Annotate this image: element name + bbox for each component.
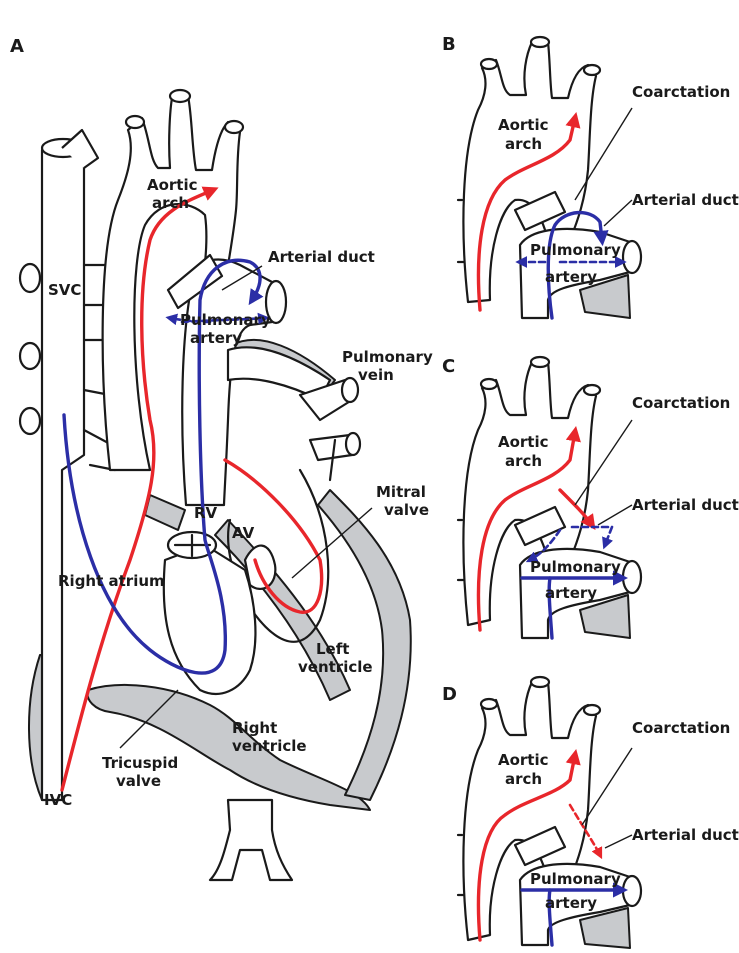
- label-left-ventricle-2: ventricle: [298, 658, 373, 676]
- label-pulmonary-vein: Pulmonary: [342, 348, 433, 366]
- label-right-atrium: Right atrium: [58, 572, 165, 590]
- label-pulmonary-artery: Pulmonary: [180, 311, 271, 329]
- panel-d-letter: D: [442, 684, 457, 705]
- panel-c-letter: C: [442, 356, 455, 377]
- label-aortic-arch: Aortic: [147, 176, 198, 194]
- panel-a-letter: A: [10, 36, 24, 57]
- panel-b-label-pulmonary-artery-2: artery: [545, 268, 597, 286]
- label-pulmonary-artery-2: artery: [190, 329, 242, 347]
- label-aortic-arch-2: arch: [152, 194, 189, 212]
- panel-a: A: [10, 36, 433, 880]
- label-arterial-duct: Arterial duct: [268, 248, 375, 266]
- label-pulmonary-vein-2: vein: [358, 366, 394, 384]
- label-rv: RV: [194, 504, 218, 522]
- panel-c: C Coarctation Aortic arch Arterial duct …: [442, 356, 739, 638]
- panel-b-label-pulmonary-artery: Pulmonary: [530, 241, 621, 259]
- label-mitral-valve: Mitral: [376, 483, 426, 501]
- panel-b-letter: B: [442, 34, 456, 55]
- panel-b-label-arterial-duct: Arterial duct: [632, 191, 739, 209]
- label-tricuspid-valve: Tricuspid: [102, 754, 178, 772]
- label-mitral-valve-2: valve: [384, 501, 429, 519]
- panel-b-label-aortic-arch-2: arch: [505, 135, 542, 153]
- panel-d: D Coarctation Aortic arch Arterial duct …: [442, 677, 739, 948]
- panel-c-label-aortic-arch: Aortic: [498, 433, 549, 451]
- panel-d-label-pulmonary-artery-2: artery: [545, 894, 597, 912]
- label-svc: SVC: [48, 281, 81, 299]
- panel-d-label-aortic-arch: Aortic: [498, 751, 549, 769]
- panel-b-label-coarctation: Coarctation: [632, 83, 730, 101]
- label-ivc: IVC: [44, 791, 72, 809]
- panel-d-label-arterial-duct: Arterial duct: [632, 826, 739, 844]
- panel-b-label-aortic-arch: Aortic: [498, 116, 549, 134]
- label-right-ventricle-2: ventricle: [232, 737, 307, 755]
- label-left-ventricle: Left: [316, 640, 349, 658]
- panel-c-label-pulmonary-artery: Pulmonary: [530, 558, 621, 576]
- panel-c-label-aortic-arch-2: arch: [505, 452, 542, 470]
- panel-d-label-pulmonary-artery: Pulmonary: [530, 870, 621, 888]
- label-tricuspid-valve-2: valve: [116, 772, 161, 790]
- panel-c-label-pulmonary-artery-2: artery: [545, 584, 597, 602]
- panel-b: B Coarctation Aortic arch Arterial duct …: [442, 34, 739, 318]
- panel-d-label-coarctation: Coarctation: [632, 719, 730, 737]
- label-av: AV: [232, 524, 255, 542]
- panel-c-label-coarctation: Coarctation: [632, 394, 730, 412]
- panel-c-label-arterial-duct: Arterial duct: [632, 496, 739, 514]
- label-right-ventricle: Right: [232, 719, 277, 737]
- pulmonary-trunk: [168, 255, 330, 505]
- panel-d-label-aortic-arch-2: arch: [505, 770, 542, 788]
